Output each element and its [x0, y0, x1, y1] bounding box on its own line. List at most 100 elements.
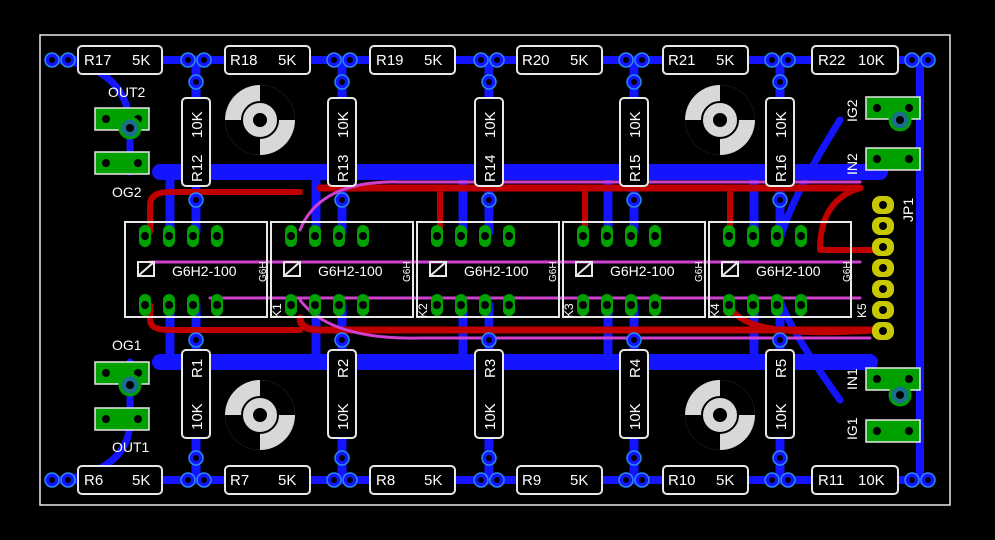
header-drill-1 [879, 222, 887, 230]
header-drill-4 [879, 285, 887, 293]
resistor-vbody-bottom-1 [327, 349, 357, 439]
resistor-body-0-5 [811, 45, 899, 75]
relay-side-1: G6H [258, 261, 269, 282]
resistor-value-r6: 5K [132, 472, 150, 489]
header-drill-2 [879, 243, 887, 251]
relay-drill-bottom-4-3 [797, 301, 805, 309]
resistor-ref-r2: R2 [335, 359, 352, 378]
relay-drill-top-1-3 [359, 232, 367, 240]
via-col-mid-b-1-drill [339, 337, 345, 343]
relay-drill-top-3-2 [627, 232, 635, 240]
relay-label-4: G6H2-100 [610, 263, 675, 279]
relay-drill-top-1-0 [287, 232, 295, 240]
resistor-ref-r12: R12 [189, 154, 206, 182]
relay-drill-top-0-2 [189, 232, 197, 240]
resistor-ref-r17: R17 [84, 52, 112, 69]
resistor-vbody-top-0 [181, 97, 211, 187]
connector-out1 [94, 407, 150, 431]
via-col-top-3-drill [631, 79, 637, 85]
relay-coil-0 [137, 261, 155, 277]
via-a-0-2-drill [331, 57, 337, 63]
resistor-vbody-bottom-4 [765, 349, 795, 439]
relay-drill-bottom-2-0 [433, 301, 441, 309]
via-col-mid-b-3-drill [631, 337, 637, 343]
relay-drill-bottom-1-1 [311, 301, 319, 309]
relay-drill-bottom-0-1 [165, 301, 173, 309]
relay-drill-top-0-1 [165, 232, 173, 240]
relay-drill-bottom-0-0 [141, 301, 149, 309]
resistor-body-1-2 [369, 465, 456, 495]
connector-via-drill-1 [126, 381, 134, 389]
relay-drill-bottom-1-2 [335, 301, 343, 309]
resistor-value-r13: 10K [335, 111, 352, 138]
relay-label-5: G6H2-100 [756, 263, 821, 279]
resistor-ref-r13: R13 [335, 154, 352, 182]
connector-out1-drill-b [134, 415, 142, 423]
resistor-value-r2: 10K [335, 403, 352, 430]
resistor-ref-r18: R18 [230, 52, 258, 69]
resistor-value-r12: 10K [189, 111, 206, 138]
resistor-body-0-1 [224, 45, 311, 75]
header-label-jp1: JP1 [900, 198, 916, 222]
relay-body-1 [270, 221, 414, 318]
connector-in1-drill-b [905, 375, 913, 383]
resistor-vbody-bottom-2 [474, 349, 504, 439]
connector-label-ig2: IG2 [844, 99, 860, 122]
relay-drill-top-2-1 [457, 232, 465, 240]
relay-drill-top-4-1 [749, 232, 757, 240]
resistor-body-0-0 [77, 45, 163, 75]
relay-coil-3 [575, 261, 593, 277]
relay-drill-bottom-3-2 [627, 301, 635, 309]
resistor-vbody-bottom-3 [619, 349, 649, 439]
relay-drill-top-0-0 [141, 232, 149, 240]
via-col-top-0-drill [193, 79, 199, 85]
via-b-0-3-drill [494, 57, 500, 63]
connector-ig2-drill-b [905, 104, 913, 112]
resistor-value-r18: 5K [278, 52, 296, 69]
via-a-1-1-drill [185, 477, 191, 483]
connector-via-drill-0 [126, 124, 134, 132]
connector-label-og2: OG2 [112, 184, 142, 200]
resistor-value-r4: 10K [627, 403, 644, 430]
relay-drill-bottom-4-1 [749, 301, 757, 309]
via-col-top-2-drill [486, 79, 492, 85]
resistor-value-r14: 10K [482, 111, 499, 138]
header-drill-5 [879, 306, 887, 314]
relay-drill-top-0-3 [213, 232, 221, 240]
relay-coil-mark-2 [429, 261, 447, 277]
via-a-1-3-drill [478, 477, 484, 483]
relay-body-2 [416, 221, 560, 318]
relay-coil-mark-1 [283, 261, 301, 277]
via-a-0-4-drill [623, 57, 629, 63]
connector-og1-drill-a [102, 369, 110, 377]
connector-in2-drill-b [905, 155, 913, 163]
resistor-ref-r8: R8 [376, 472, 395, 489]
relay-drill-top-2-2 [481, 232, 489, 240]
relay-coil-mark-4 [721, 261, 739, 277]
connector-ig1-drill-b [905, 427, 913, 435]
connector-label-in1: IN1 [844, 368, 860, 390]
resistor-body-1-5 [811, 465, 899, 495]
via-col-bottom-0-drill [193, 455, 199, 461]
relay-drill-bottom-3-3 [651, 301, 659, 309]
relay-drill-bottom-2-3 [505, 301, 513, 309]
relay-coil-1 [283, 261, 301, 277]
relay-side-3: G6H [548, 261, 559, 282]
header-drill-0 [879, 201, 887, 209]
connector-in1-drill-a [873, 375, 881, 383]
via-a-0-5-drill [769, 57, 775, 63]
red-right-top [817, 185, 883, 253]
labels-layer: R17 5K R18 5K R19 5K R20 5K R21 5K R22 1… [84, 52, 916, 489]
red-left-bottom [147, 302, 303, 333]
via-a-1-4-drill [623, 477, 629, 483]
via-a-1-0-drill [49, 477, 55, 483]
header-drill-6 [879, 327, 887, 335]
relay-drill-bottom-2-1 [457, 301, 465, 309]
resistor-vbody-bottom-0 [181, 349, 211, 439]
resistor-value-r7: 5K [278, 472, 296, 489]
relay-label-3: G6H2-100 [464, 263, 529, 279]
connector-label-ig1: IG1 [844, 417, 860, 440]
resistor-ref-r9: R9 [522, 472, 541, 489]
relay-coil-mark-3 [575, 261, 593, 277]
resistor-ref-r6: R6 [84, 472, 103, 489]
